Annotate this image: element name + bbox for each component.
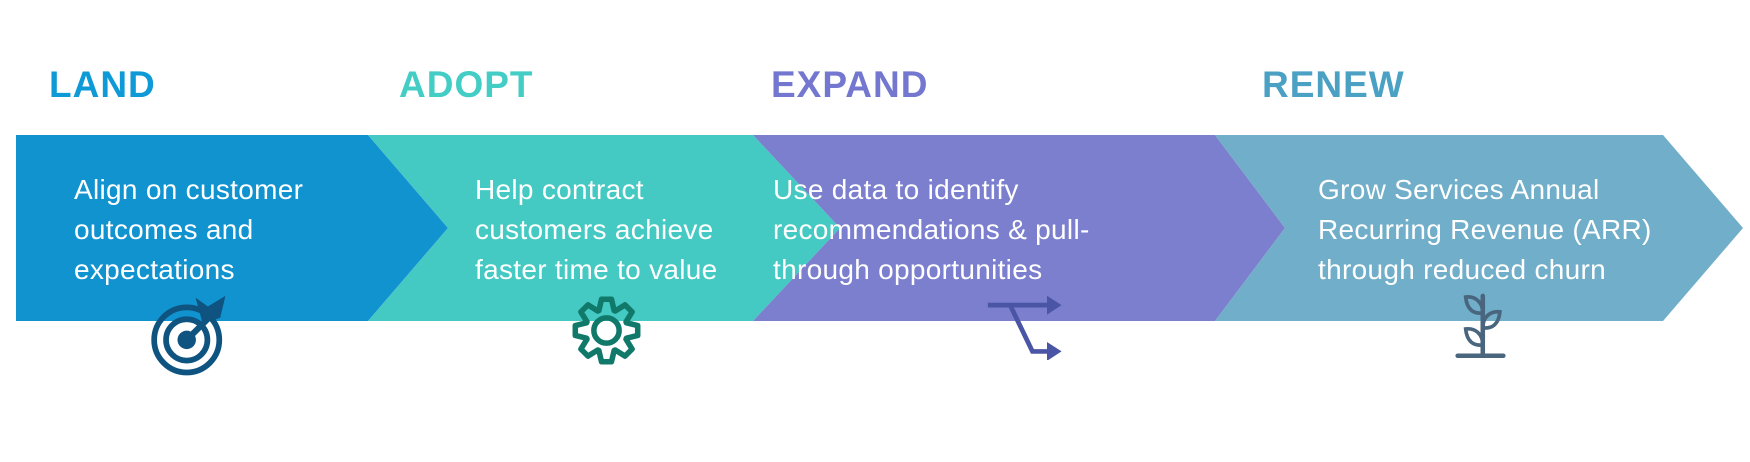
sprout-icon bbox=[1455, 293, 1506, 359]
target-icon bbox=[151, 295, 226, 376]
stage-label-land: LAND bbox=[49, 64, 156, 105]
chevron-land bbox=[16, 135, 448, 321]
stage-description-expand: Use data to identify recommendations & p… bbox=[773, 174, 1090, 285]
gear-icon bbox=[572, 296, 641, 365]
stage-label-renew: RENEW bbox=[1262, 64, 1405, 105]
stage-description-adopt: Help contract customers achieve faster t… bbox=[475, 174, 718, 285]
chevron-expand bbox=[753, 135, 1285, 321]
stage-label-expand: EXPAND bbox=[771, 64, 929, 105]
split-arrow-icon bbox=[987, 295, 1062, 360]
chevron-renew bbox=[1215, 135, 1743, 321]
chevron-adopt bbox=[368, 135, 840, 321]
stage-description-land: Align on customer outcomes and expectati… bbox=[74, 174, 304, 285]
stage-label-adopt: ADOPT bbox=[399, 64, 534, 105]
stage-description-renew: Grow Services Annual Recurring Revenue (… bbox=[1318, 174, 1652, 285]
